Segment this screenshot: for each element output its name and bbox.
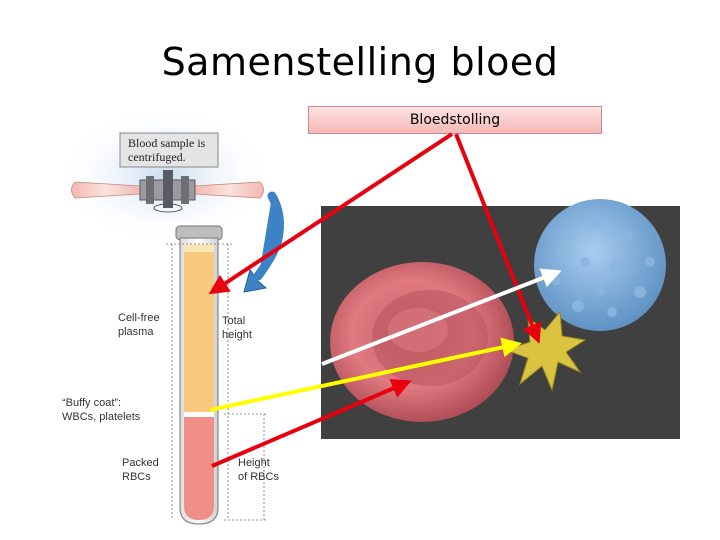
white-blood-cell (534, 199, 666, 331)
label-wbcs-platelets: WBCs, platelets (62, 411, 141, 423)
label-height-of: Height (238, 457, 270, 469)
caption-box (119, 132, 219, 168)
label-rbcs: RBCs (122, 471, 151, 483)
arrow-buffy-to-platelet (209, 337, 522, 412)
arrows (208, 132, 562, 468)
centrifuge-illustration: Blood sample is centrifuged. (55, 105, 284, 293)
rotor-arm-right (194, 181, 264, 199)
label-plasma: plasma (118, 326, 154, 338)
label-cell-free: Cell-free (118, 312, 160, 324)
red-blood-cell (330, 262, 514, 422)
arrow-to-platelet (454, 133, 542, 344)
micrograph (321, 199, 680, 439)
label-of-rbcs: of RBCs (238, 471, 279, 483)
buffy-coat-layer (184, 412, 214, 417)
bloedstolling-label: Bloedstolling (308, 106, 602, 134)
rotor-arm-left (71, 181, 141, 199)
test-tube (175, 225, 223, 525)
caption-line-2: centrifuged. (128, 150, 186, 164)
arrow-rbc-to-cell (211, 379, 412, 468)
label-total: Total (222, 315, 245, 327)
slide-title: Samenstelling bloed (161, 40, 559, 84)
plasma-layer (184, 244, 214, 414)
label-buffy-coat: “Buffy coat”: (62, 397, 121, 409)
rbc-layer (184, 417, 214, 520)
arrow-to-wbc (321, 268, 562, 366)
arrow-to-plasma (208, 132, 454, 295)
caption-line-1: Blood sample is (128, 136, 206, 150)
label-packed: Packed (122, 457, 159, 469)
label-height: height (222, 329, 252, 341)
